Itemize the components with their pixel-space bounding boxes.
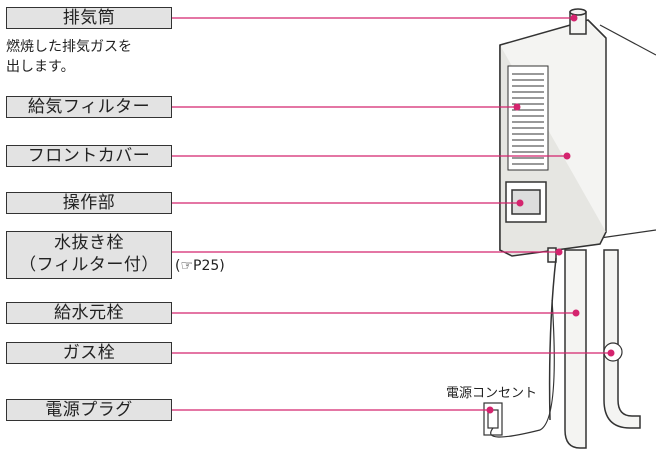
label-drain-plug: 水抜き栓 （フィルター付） <box>6 231 172 279</box>
leader-lines <box>172 17 611 411</box>
label-front-cover: フロントカバー <box>6 145 172 167</box>
wall <box>599 24 656 239</box>
piping <box>547 247 641 449</box>
exhaust-pipe <box>569 8 587 35</box>
drain-plug-line1: 水抜き栓 <box>54 233 124 253</box>
label-control-panel: 操作部 <box>6 192 172 214</box>
drain-plug-line2: （フィルター付） <box>19 255 159 275</box>
outlet-icon <box>483 299 555 438</box>
air-filter-grille <box>507 65 549 171</box>
leader-dots <box>486 14 615 414</box>
label-air-filter: 給気フィルター <box>6 96 172 118</box>
exhaust-note-line2: 出します。 <box>6 59 75 75</box>
label-power-plug: 電源プラグ <box>6 399 172 421</box>
page-reference: (☞P25) <box>175 258 225 274</box>
label-water-valve: 給水元栓 <box>6 302 172 324</box>
exhaust-note-line1: 燃焼した排気ガスを <box>6 39 132 55</box>
outlet-label: 電源コンセント <box>446 386 538 401</box>
label-gas-valve: ガス栓 <box>6 342 172 364</box>
control-panel <box>505 181 547 223</box>
label-exhaust: 排気筒 <box>6 7 172 29</box>
